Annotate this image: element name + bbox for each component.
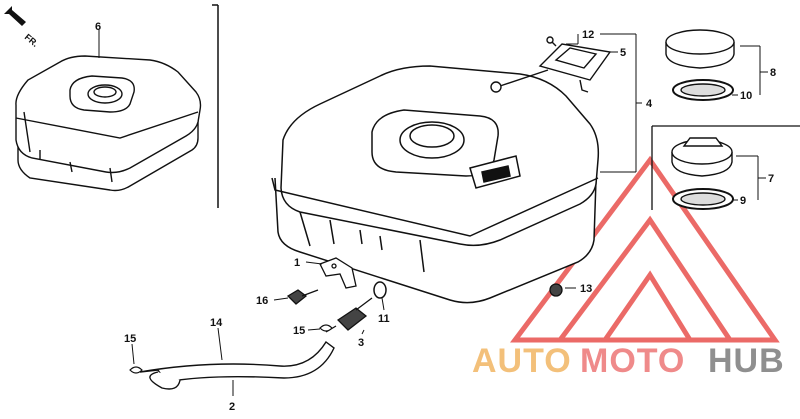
inset-frame xyxy=(212,4,219,208)
callout-15-lower: 15 xyxy=(124,333,136,345)
alt-filler-cap-illustration xyxy=(671,137,734,210)
fuel-tube-illustration xyxy=(139,340,335,390)
callout-2: 2 xyxy=(229,401,235,413)
watermark-hub: HUB xyxy=(708,342,785,380)
callout-12: 12 xyxy=(582,29,594,41)
variant-bracket-lines xyxy=(651,125,800,210)
fuel-valve-illustration xyxy=(325,297,373,333)
callout-10: 10 xyxy=(740,90,752,102)
fuel-tank-variant-illustration xyxy=(15,55,202,192)
watermark-auto: AUTO xyxy=(472,342,572,380)
callout-14: 14 xyxy=(210,317,223,329)
callout-5: 5 xyxy=(620,47,626,59)
callout-13: 13 xyxy=(580,283,592,295)
filler-cap-illustration xyxy=(665,29,735,101)
drain-nut-illustration xyxy=(549,283,563,297)
callout-8: 8 xyxy=(770,67,776,79)
watermark-moto: MOTO xyxy=(580,342,685,380)
callout-1: 1 xyxy=(294,257,300,269)
o-ring-illustration xyxy=(373,281,387,299)
callout-4: 4 xyxy=(646,98,653,110)
front-direction-arrow: FR. xyxy=(4,6,40,49)
callout-15-upper: 15 xyxy=(293,325,305,337)
bolt-illustration xyxy=(286,289,319,305)
callout-3: 3 xyxy=(358,337,364,349)
front-label: FR. xyxy=(23,32,41,49)
callout-11: 11 xyxy=(378,313,390,325)
callout-9: 9 xyxy=(740,195,746,207)
callout-6: 6 xyxy=(95,21,101,33)
fuel-tank-illustration xyxy=(271,65,600,304)
clip-illustration xyxy=(129,324,333,374)
callout-7: 7 xyxy=(768,173,774,185)
tank-bracket-illustration xyxy=(319,257,357,289)
watermark-text: AUTO MOTO HUB xyxy=(472,342,785,380)
leader-lines xyxy=(98,30,768,396)
callout-16: 16 xyxy=(256,295,268,307)
callout-numbers: 6 12 5 4 8 10 7 9 1 16 15 11 3 14 15 2 1… xyxy=(95,21,776,413)
